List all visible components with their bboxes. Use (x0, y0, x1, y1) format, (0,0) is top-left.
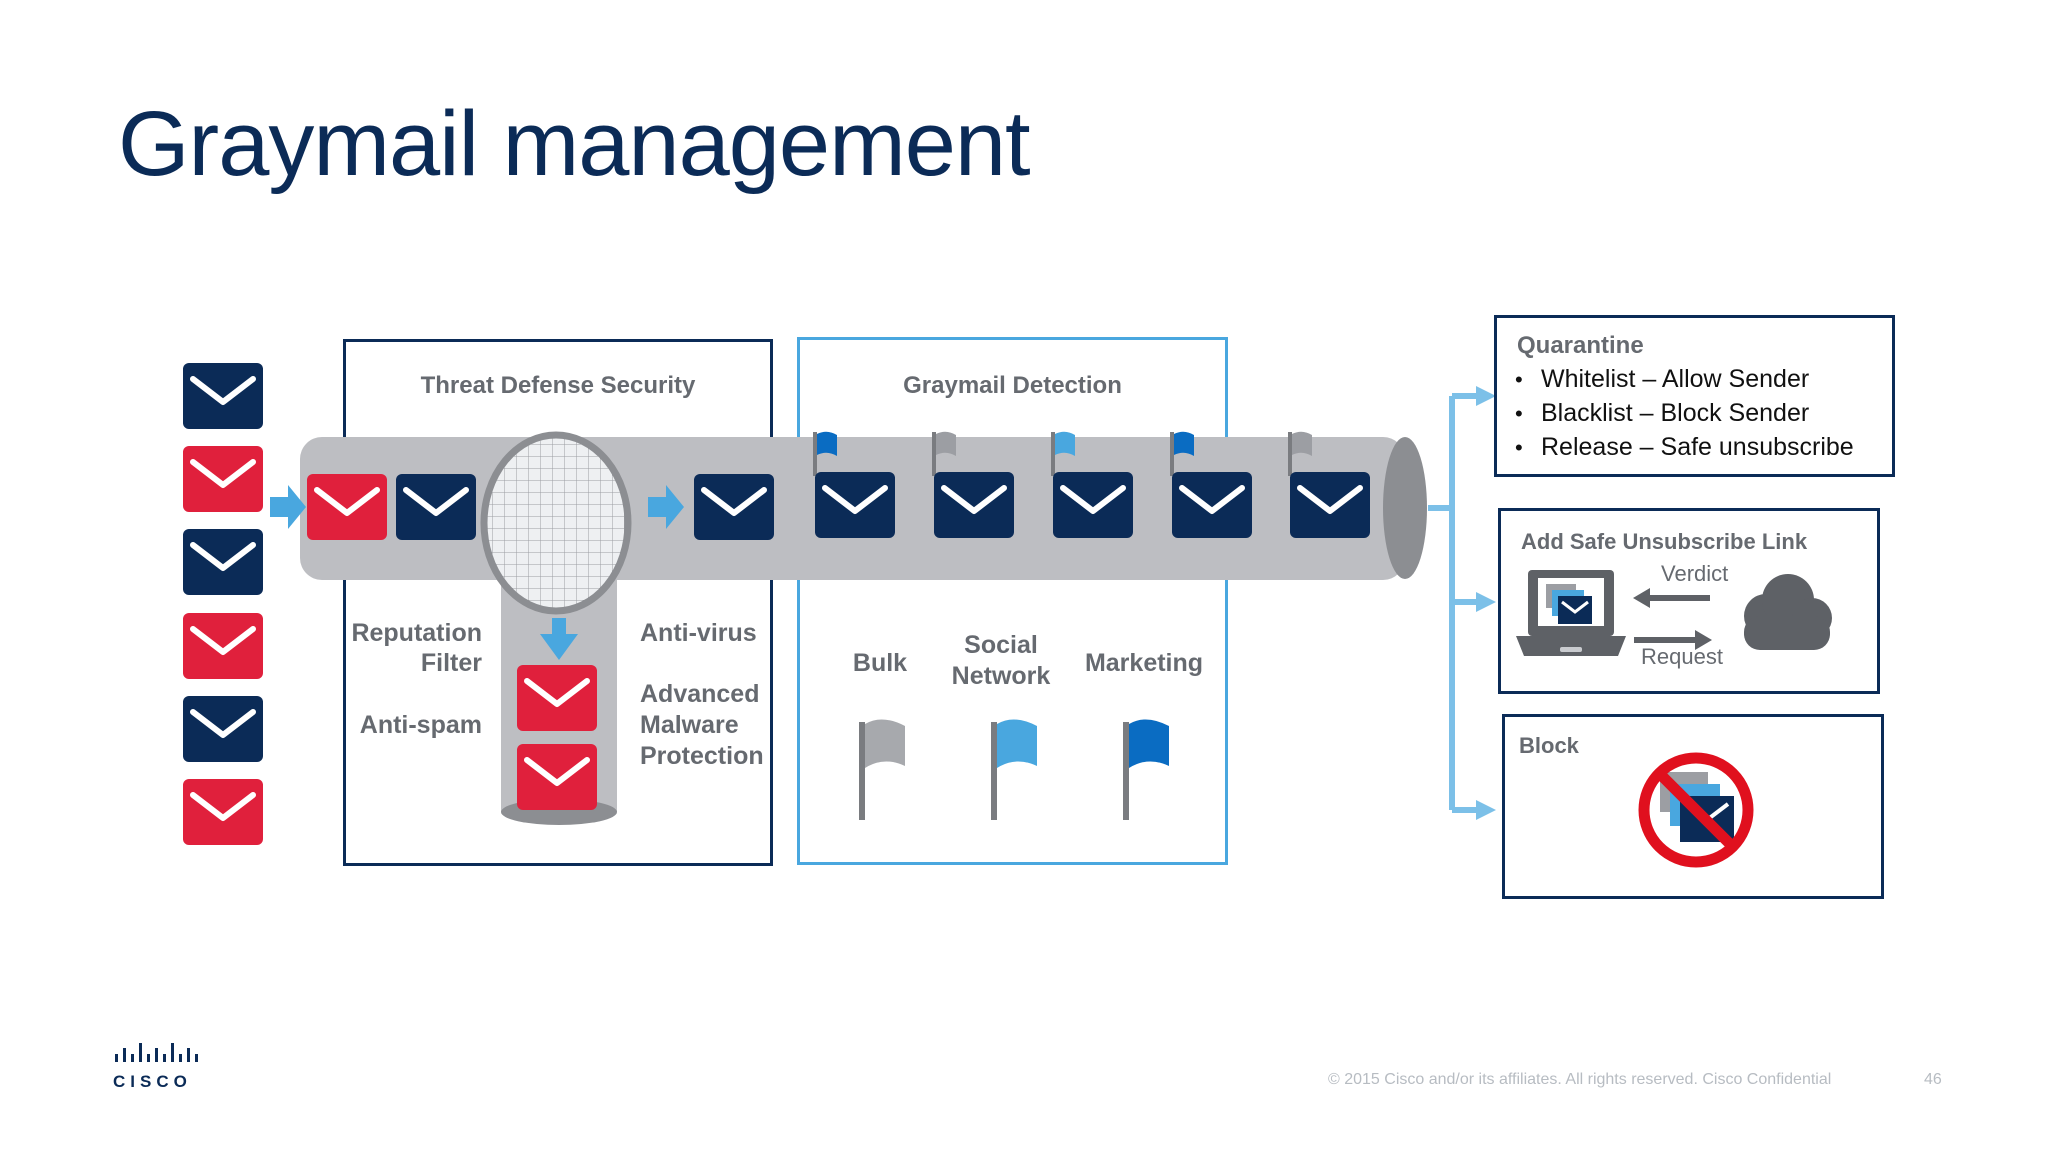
outflow-connectors (1428, 393, 1478, 813)
arrow-right-icon (1476, 800, 1496, 820)
list-item: Blacklist – Block Sender (1515, 396, 1854, 430)
cisco-bars-icon (115, 1043, 198, 1062)
arrow-right-icon (1476, 386, 1496, 406)
cisco-logo: CISCO (113, 1043, 203, 1092)
flagged-envelope-icon (1172, 472, 1252, 538)
navy-envelope-icon (183, 529, 263, 595)
blocked-envelope-icon (517, 744, 597, 810)
list-item: Whitelist – Allow Sender (1515, 362, 1854, 396)
request-label: Request (1641, 644, 1723, 669)
verdict-label: Verdict (1661, 561, 1729, 586)
page-title: Graymail management (118, 93, 1031, 195)
blue-flag-icon (1123, 719, 1169, 820)
flagged-envelope-icon (1053, 472, 1133, 538)
flagged-envelope-icon (1290, 472, 1370, 538)
advanced-label: Advanced (640, 680, 760, 708)
graymail-detection-box: Graymail Detection (797, 337, 1228, 865)
quarantine-actions-list: Whitelist – Allow Sender Blacklist – Blo… (1515, 362, 1854, 464)
light-blue-flag-icon (991, 719, 1037, 820)
cloud-icon (1744, 574, 1832, 650)
page-number: 46 (1924, 1071, 1942, 1088)
unsubscribe-box: Add Safe Unsubscribe Link Verdict Reques… (1498, 508, 1880, 694)
flagged-envelope-icon (934, 472, 1014, 538)
arrow-left-icon (1633, 588, 1710, 608)
blocked-envelope-icon (517, 665, 597, 731)
cisco-logo-text: CISCO (113, 1072, 192, 1091)
spam-envelope-icon (307, 474, 387, 540)
reputation-label: Reputation (351, 619, 482, 647)
navy-envelope-icon (183, 363, 263, 429)
protection-label: Protection (640, 742, 764, 770)
inflow-arrow-icon (270, 485, 306, 529)
gray-flag-icon (859, 719, 905, 820)
malware-label: Malware (640, 711, 739, 739)
flagged-envelope-icon (815, 472, 895, 538)
clean-envelope-icon (396, 474, 476, 540)
network-label: Network (951, 662, 1051, 690)
threat-defense-title: Threat Defense Security (420, 372, 696, 399)
quarantine-box: Quarantine Whitelist – Allow Sender Blac… (1494, 315, 1895, 477)
red-envelope-icon (183, 446, 263, 512)
list-item: Release – Safe unsubscribe (1515, 430, 1854, 464)
arrow-right-icon (1634, 630, 1712, 650)
no-entry-icon (1638, 752, 1754, 868)
filter-mesh-icon (480, 431, 632, 615)
quarantine-title: Quarantine (1517, 332, 1644, 359)
footer-copyright: © 2015 Cisco and/or its affiliates. All … (1328, 1071, 1832, 1088)
marketing-label: Marketing (1084, 649, 1204, 677)
graymail-detection-title: Graymail Detection (903, 372, 1122, 399)
red-envelope-icon (183, 613, 263, 679)
laptop-icon (1516, 570, 1626, 656)
anti-spam-label: Anti-spam (359, 711, 482, 739)
arrow-right-icon (1476, 592, 1496, 612)
incoming-email-stack (183, 363, 263, 845)
block-box: Block (1502, 714, 1884, 899)
red-envelope-icon (183, 779, 263, 845)
bulk-label: Bulk (852, 649, 908, 677)
anti-virus-label: Anti-virus (640, 619, 757, 647)
social-label: Social (964, 631, 1038, 659)
unsubscribe-title: Add Safe Unsubscribe Link (1521, 529, 1808, 554)
block-title: Block (1519, 733, 1579, 758)
navy-envelope-icon (183, 696, 263, 762)
filter-label: Filter (420, 649, 482, 677)
filtered-arrow-icon (648, 485, 684, 529)
clean-envelope-icon (694, 474, 774, 540)
drop-arrow-icon (540, 618, 578, 660)
